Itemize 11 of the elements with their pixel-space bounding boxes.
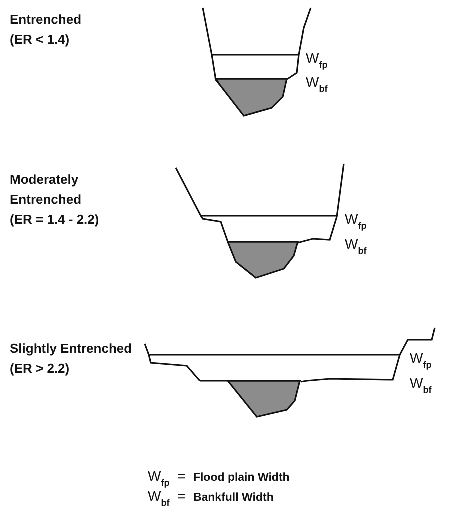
channel-type-label: Entrenched (ER < 1.4) — [10, 11, 83, 49]
legend-entry: W$_{fp}$ = Flood plain Width — [148, 468, 290, 488]
legend-entry: W$_{bf}$ = Bankfull Width — [148, 488, 274, 508]
width-symbol: W$_{bf}$ — [410, 375, 432, 395]
width-symbol: W$_{fp}$ — [345, 211, 367, 231]
width-symbol: W$_{fp}$ — [306, 50, 328, 70]
width-symbol: W$_{fp}$ — [410, 350, 432, 370]
width-symbol: W$_{bf}$ — [306, 74, 328, 94]
channel-type-label: Slightly Entrenched (ER > 2.2) — [10, 340, 134, 378]
channel-type-label: Moderately Entrenched (ER = 1.4 - 2.2) — [10, 171, 100, 229]
width-symbol: W$_{bf}$ — [345, 236, 367, 256]
